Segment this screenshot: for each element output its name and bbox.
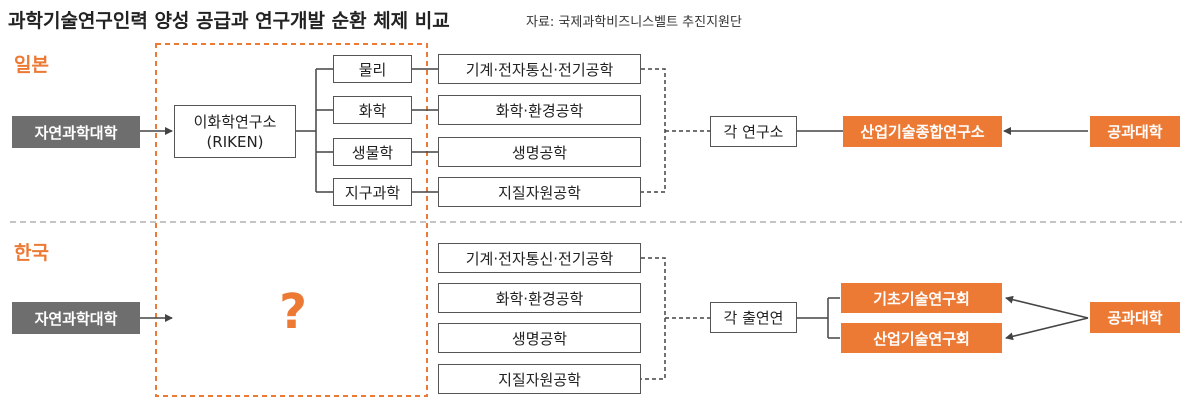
page-title: 과학기술연구인력 양성 공급과 연구개발 순환 체제 비교	[8, 10, 450, 32]
japan-tech-univ-box: 공과대학	[1090, 116, 1180, 147]
korea-eng-box-mech: 기계·전자통신·전기공학	[438, 243, 641, 273]
field-box-physics: 물리	[333, 55, 412, 83]
korea-eng-box-geo: 지질자원공학	[438, 364, 641, 394]
highlight-frame	[155, 43, 428, 397]
riken-name: 이화학연구소	[193, 112, 277, 131]
aist-box: 산업기술종합연구소	[843, 116, 1002, 147]
japan-eng-box-mech: 기계·전자통신·전기공학	[438, 54, 641, 84]
riken-box: 이화학연구소 (RIKEN)	[174, 105, 296, 158]
korea-university-box: 자연과학대학	[12, 302, 140, 334]
field-box-chemistry: 화학	[333, 96, 412, 124]
korea-institutes-box: 각 출연연	[710, 302, 797, 333]
source-note: 자료: 국제과학비즈니스벨트 추진지원단	[526, 15, 742, 30]
riken-abbr: (RIKEN)	[206, 132, 264, 151]
japan-university-box: 자연과학대학	[12, 116, 140, 148]
korea-label: 한국	[14, 242, 49, 264]
unknown-question-mark: ?	[279, 284, 307, 340]
korea-eng-box-chem: 화학·환경공학	[438, 283, 641, 313]
korea-eng-box-bio: 생명공학	[438, 323, 641, 353]
field-box-biology: 생물학	[333, 138, 412, 166]
japan-eng-box-geo: 지질자원공학	[438, 177, 641, 207]
japan-label: 일본	[14, 54, 49, 76]
field-box-earth-science: 지구과학	[333, 178, 412, 206]
industrial-tech-council-box: 산업기술연구회	[841, 323, 1002, 353]
japan-eng-box-chem: 화학·환경공학	[438, 95, 641, 125]
japan-eng-box-bio: 생명공학	[438, 137, 641, 167]
korea-tech-univ-box: 공과대학	[1090, 302, 1180, 333]
japan-institutes-box: 각 연구소	[710, 116, 797, 147]
basic-tech-council-box: 기초기술연구회	[841, 283, 1002, 313]
